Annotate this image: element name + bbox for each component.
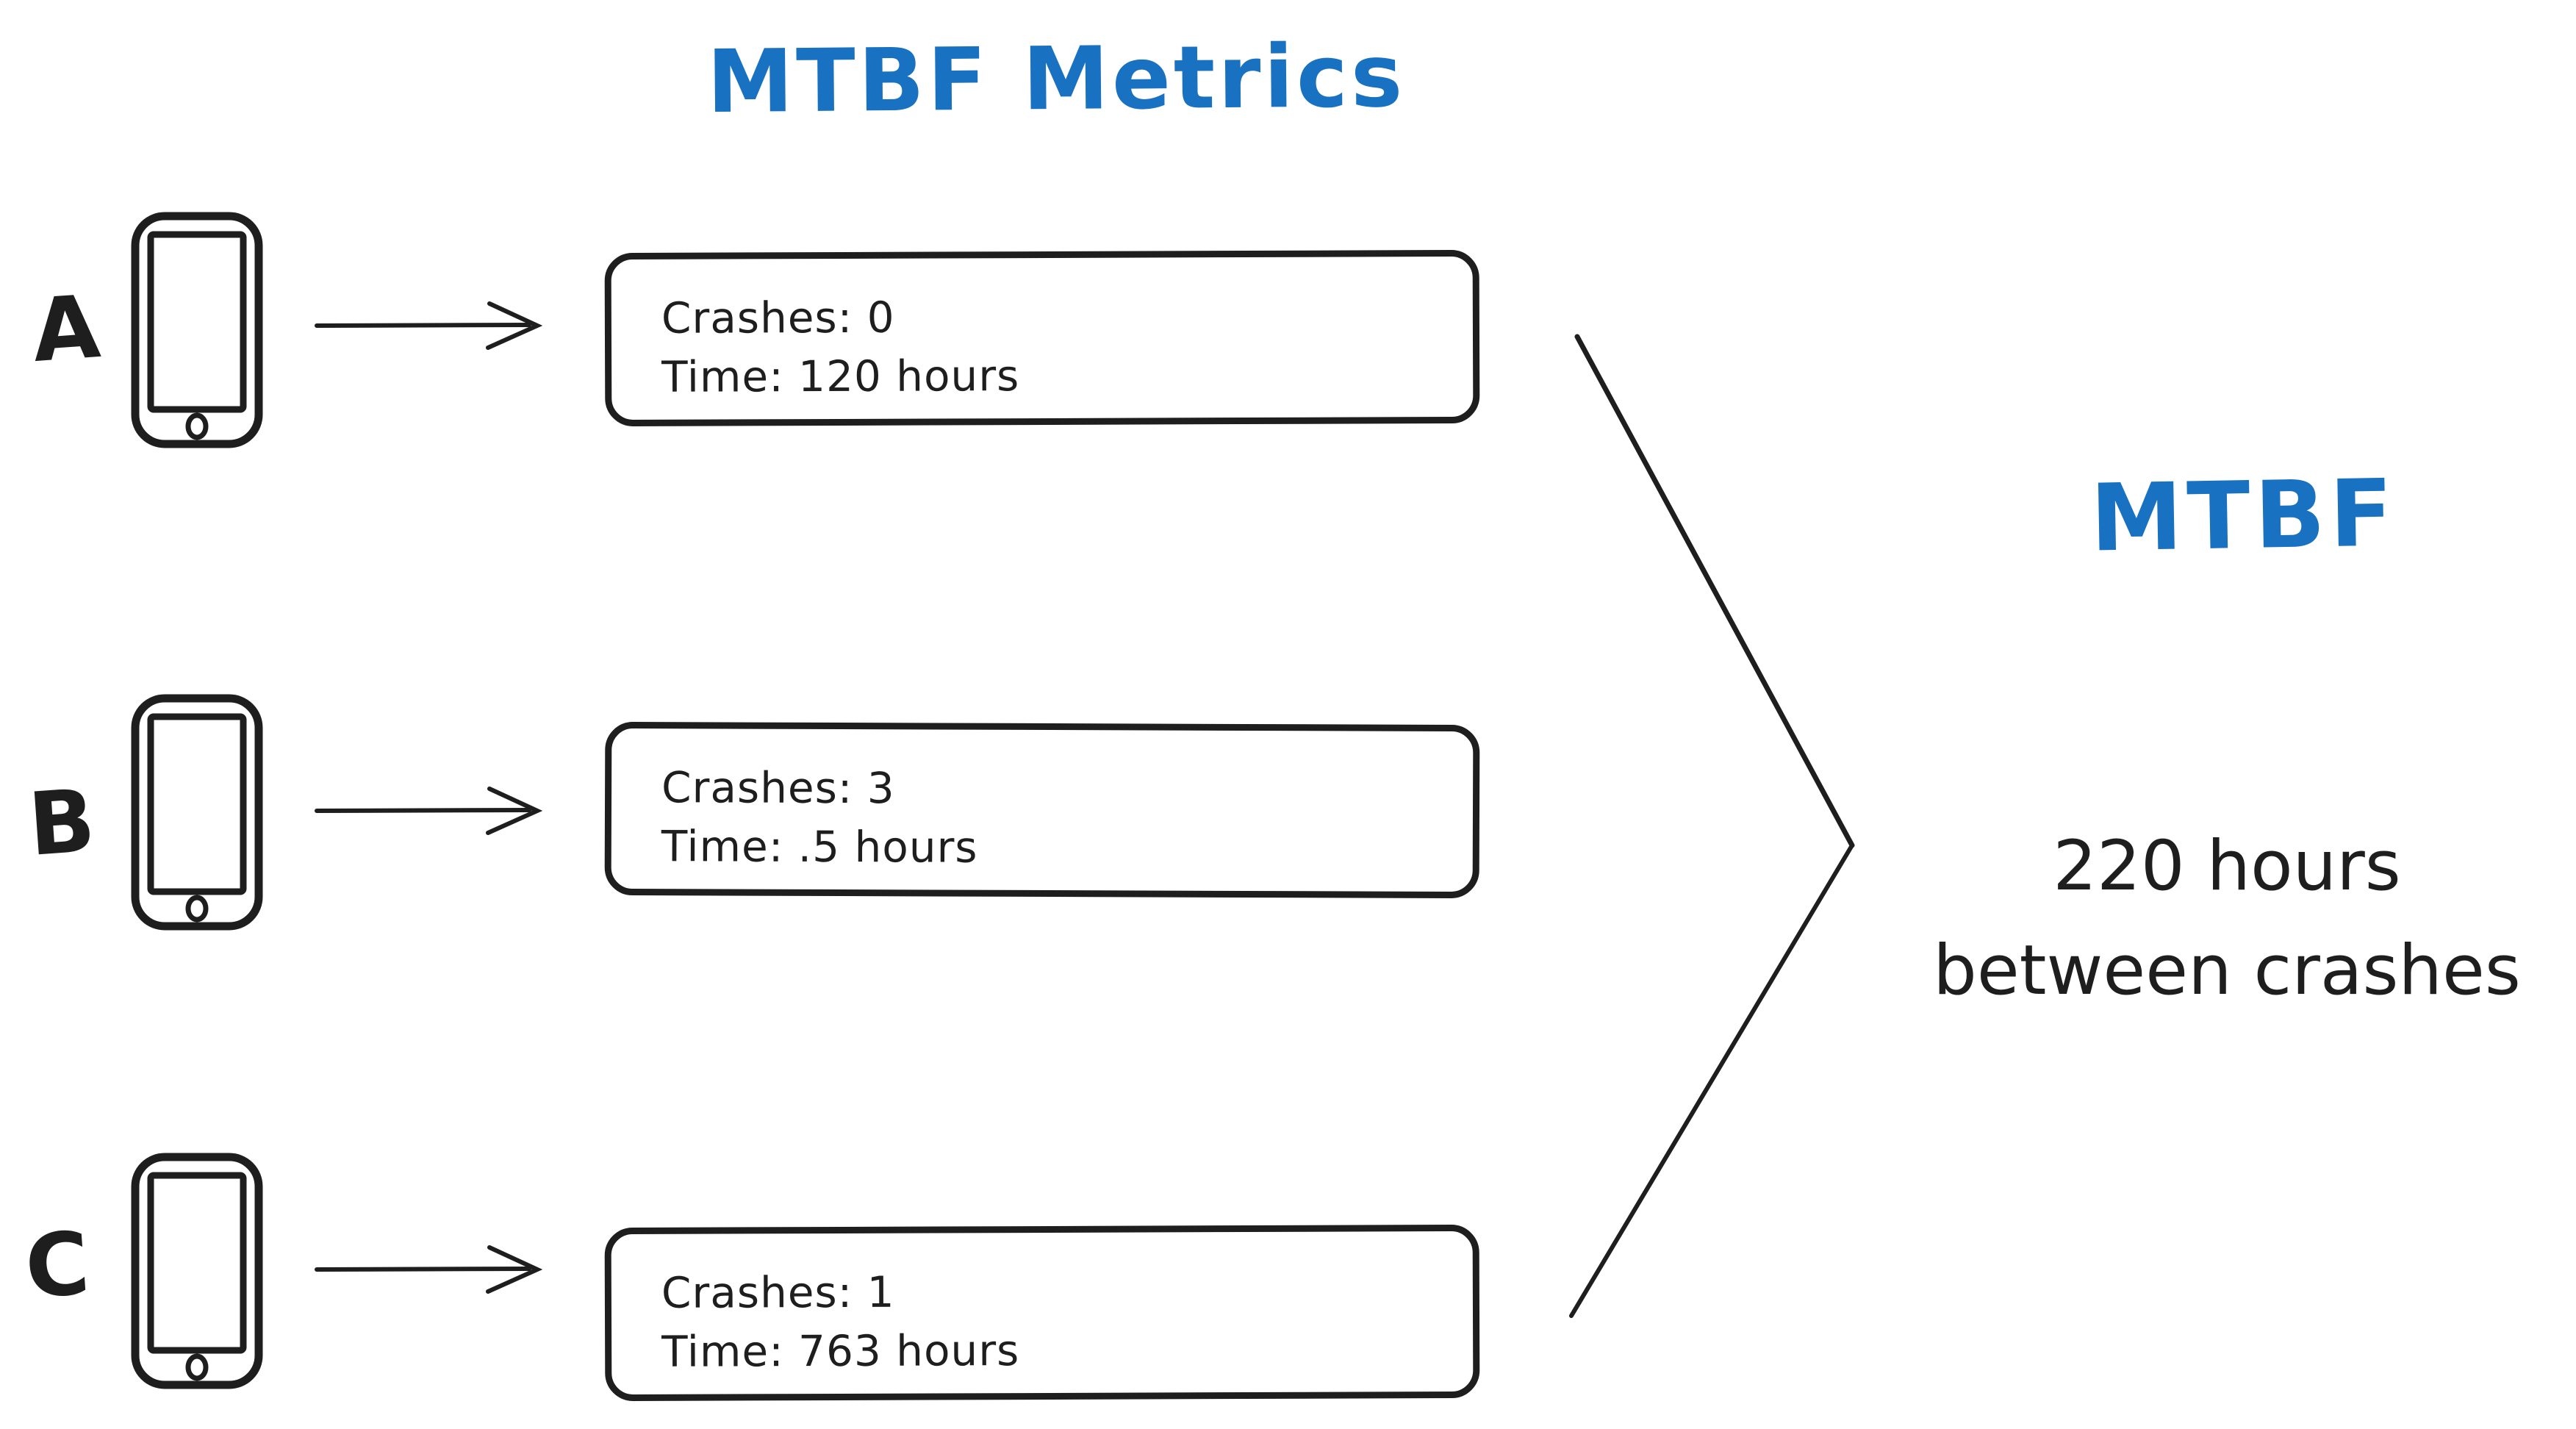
smartphone-icon: [131, 694, 263, 931]
crashes-value-a: Crashes: 0: [661, 292, 895, 343]
stats-box-c: Crashes: 1 Time: 763 hours: [604, 1224, 1480, 1402]
crashes-value-b: Crashes: 3: [661, 762, 895, 814]
time-value-a: Time: 120 hours: [661, 351, 1020, 402]
device-label-c: C: [21, 1212, 93, 1318]
crashes-value-c: Crashes: 1: [661, 1267, 895, 1318]
diagram-title: MTBF Metrics: [706, 24, 1406, 133]
result-value: 220 hours between crashes: [1878, 814, 2576, 1023]
arrow-right-icon: [315, 301, 542, 350]
device-label-a: A: [29, 275, 104, 382]
time-value-b: Time: .5 hours: [661, 821, 978, 873]
smartphone-icon: [131, 212, 263, 448]
stats-box-b: Crashes: 3 Time: .5 hours: [604, 721, 1480, 899]
time-value-c: Time: 763 hours: [661, 1325, 1020, 1377]
stats-box-a: Crashes: 0 Time: 120 hours: [604, 249, 1480, 427]
result-value-line2: between crashes: [1933, 931, 2521, 1011]
result-value-line1: 220 hours: [2053, 826, 2401, 906]
arrow-right-icon: [315, 787, 542, 835]
device-label-b: B: [25, 770, 98, 875]
smartphone-icon: [131, 1153, 263, 1389]
result-heading: MTBF: [2089, 459, 2398, 573]
converge-chevron-icon: [1569, 334, 1855, 1318]
arrow-right-icon: [315, 1245, 542, 1294]
